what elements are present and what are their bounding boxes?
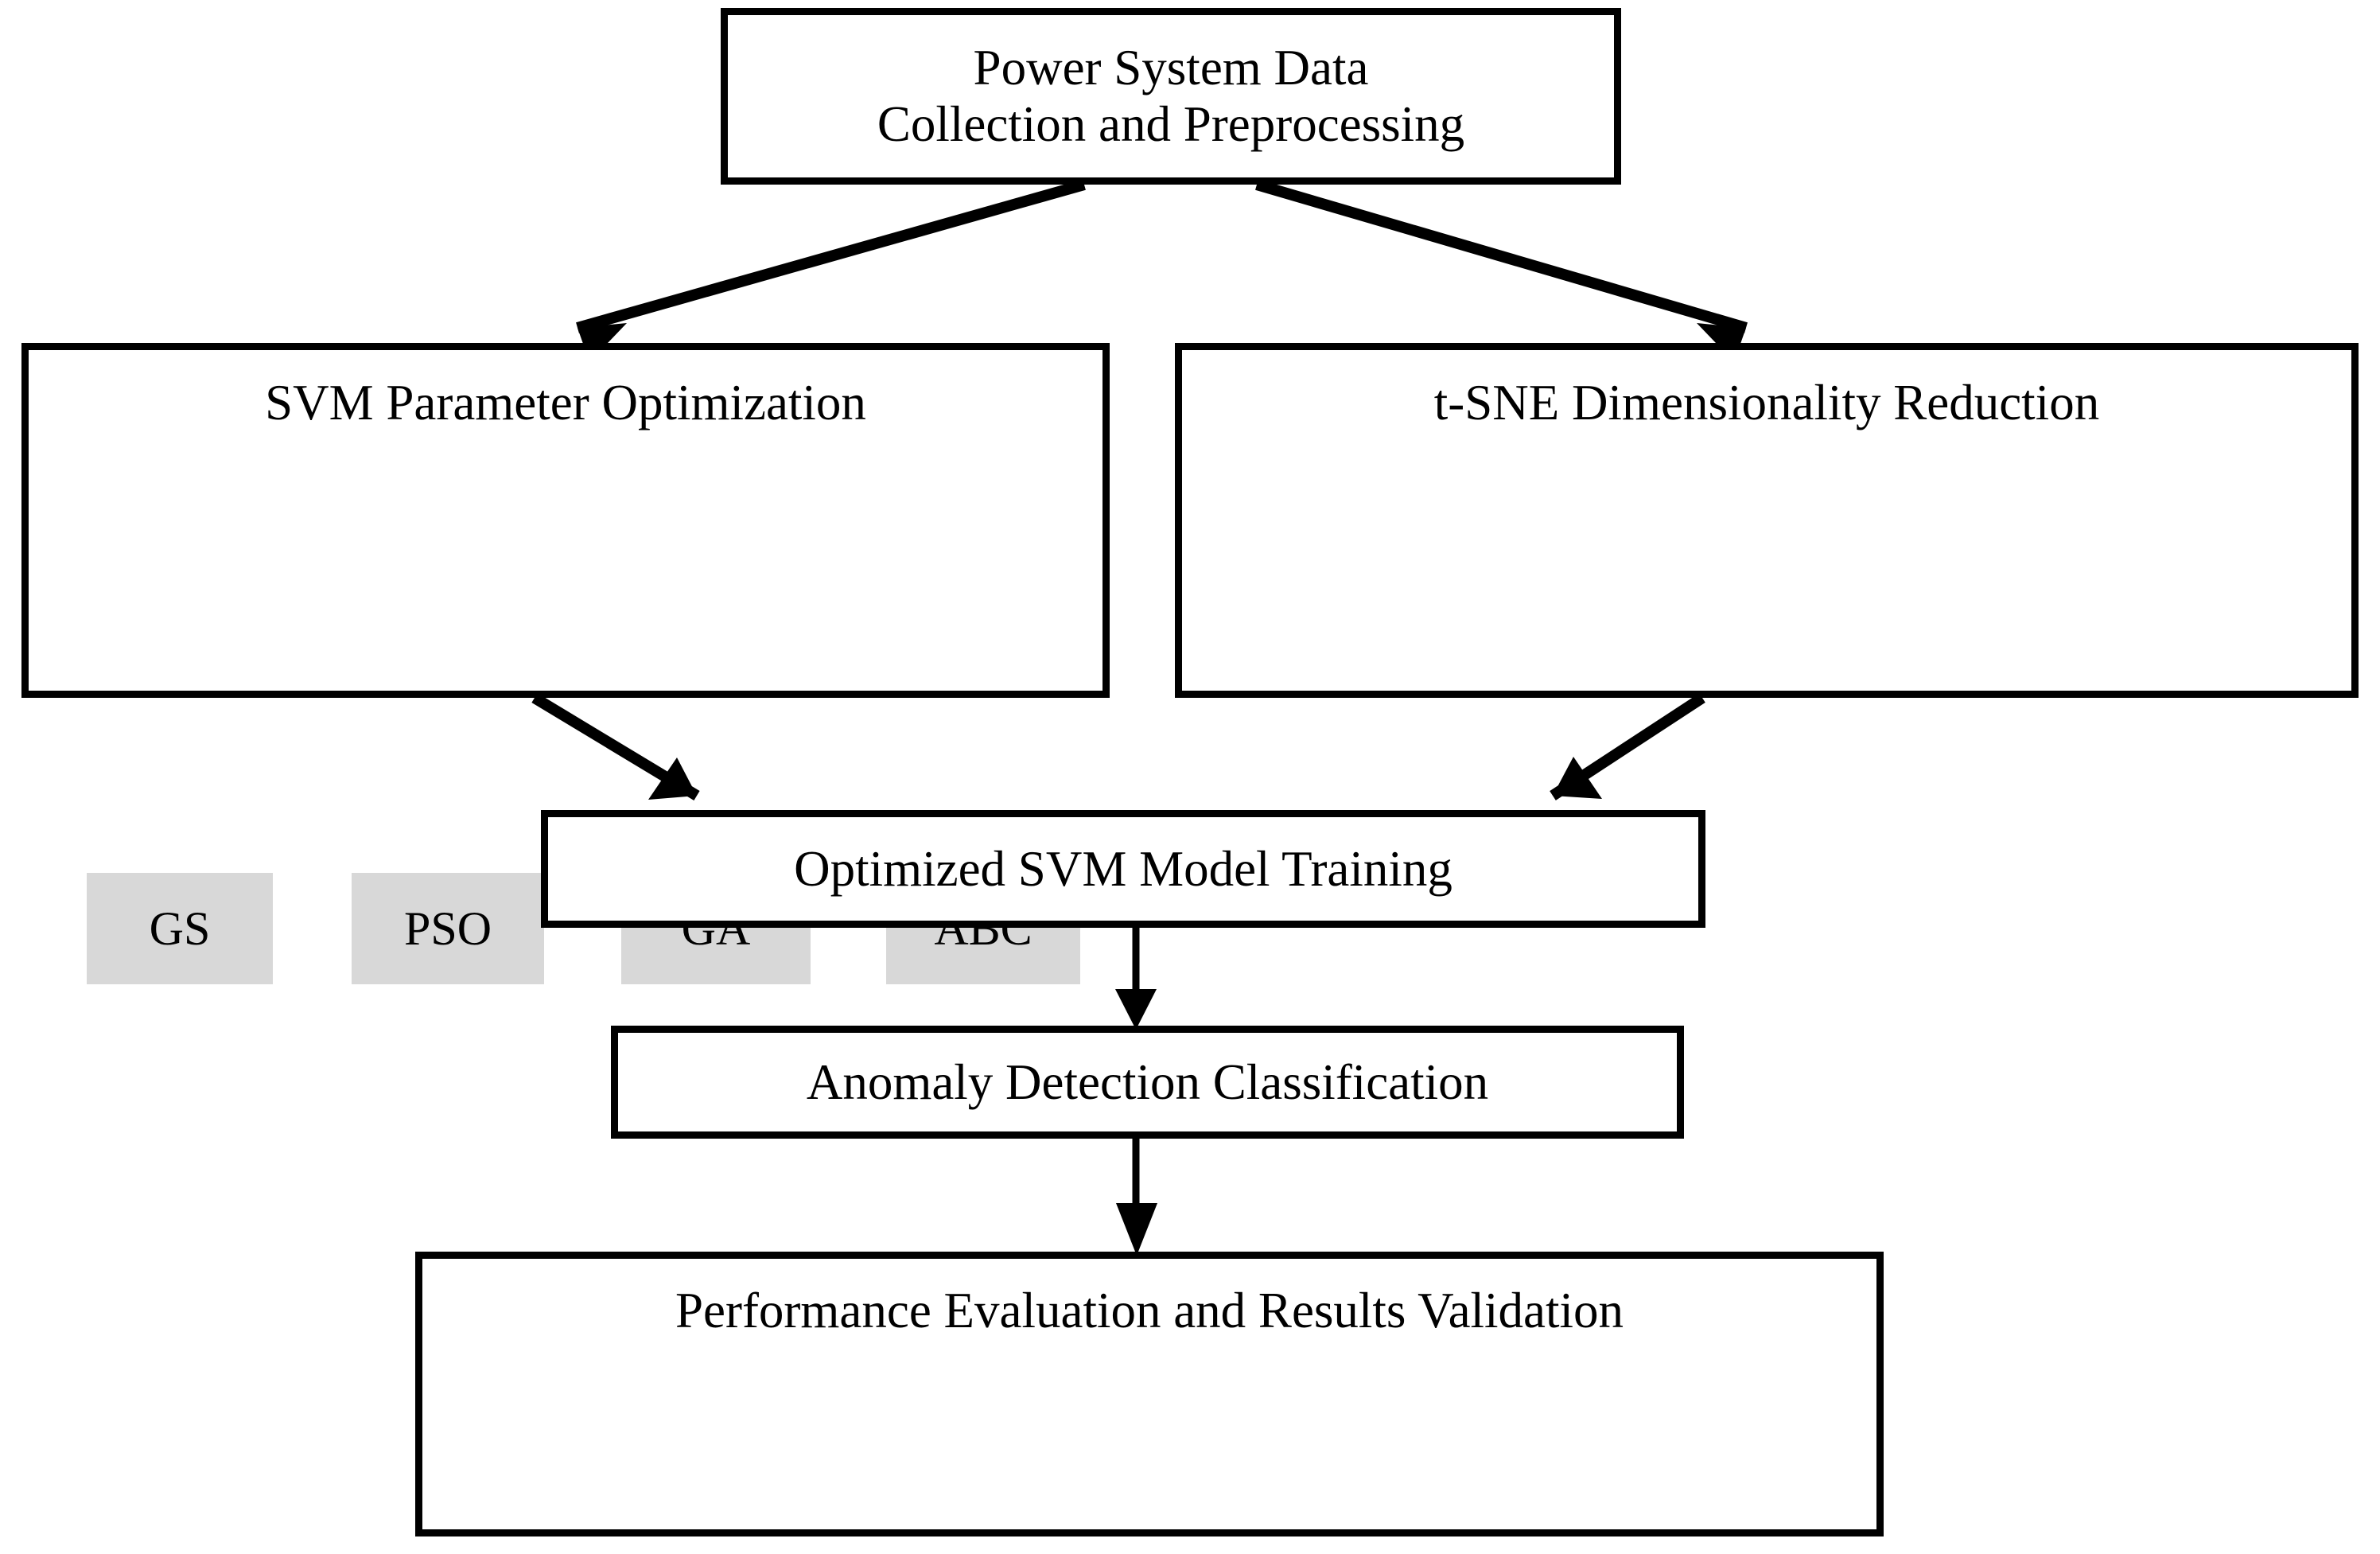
chip-gs[interactable]: GS (87, 873, 273, 984)
edge-train-to-anomaly (1115, 928, 1157, 1030)
node-optimized-svm-model-training-label: Optimized SVM Model Training (794, 840, 1452, 897)
edge-source-to-svm (576, 179, 1086, 362)
node-tsne-dimensionality-reduction-label: t-SNE Dimensionality Reduction (1433, 375, 2100, 430)
node-svm-parameter-optimization[interactable]: SVM Parameter Optimization GS PSO GA ABC (21, 343, 1110, 984)
node-performance-evaluation-label: Performance Evaluation and Results Valid… (675, 1283, 1624, 1338)
node-tsne-dimensionality-reduction[interactable]: t-SNE Dimensionality Reduction High-dime… (1175, 343, 2359, 698)
node-optimized-svm-model-training[interactable]: Optimized SVM Model Training (541, 810, 1705, 928)
node-svm-parameter-optimization-label: SVM Parameter Optimization (265, 375, 866, 430)
node-anomaly-detection-classification-label: Anomaly Detection Classification (806, 1054, 1489, 1110)
edge-anomaly-to-performance (1116, 1139, 1157, 1256)
node-power-system-data[interactable]: Power System Data Collection and Preproc… (721, 8, 1621, 185)
chip-pso[interactable]: PSO (352, 873, 544, 984)
edge-tsne-to-train (1550, 693, 1705, 800)
edge-source-to-tsne (1255, 179, 1748, 362)
edge-svm-to-train (531, 693, 700, 800)
node-power-system-data-label: Power System Data Collection and Preproc… (877, 40, 1465, 152)
node-performance-evaluation[interactable]: Performance Evaluation and Results Valid… (415, 1252, 1884, 1536)
node-anomaly-detection-classification[interactable]: Anomaly Detection Classification (611, 1026, 1684, 1139)
